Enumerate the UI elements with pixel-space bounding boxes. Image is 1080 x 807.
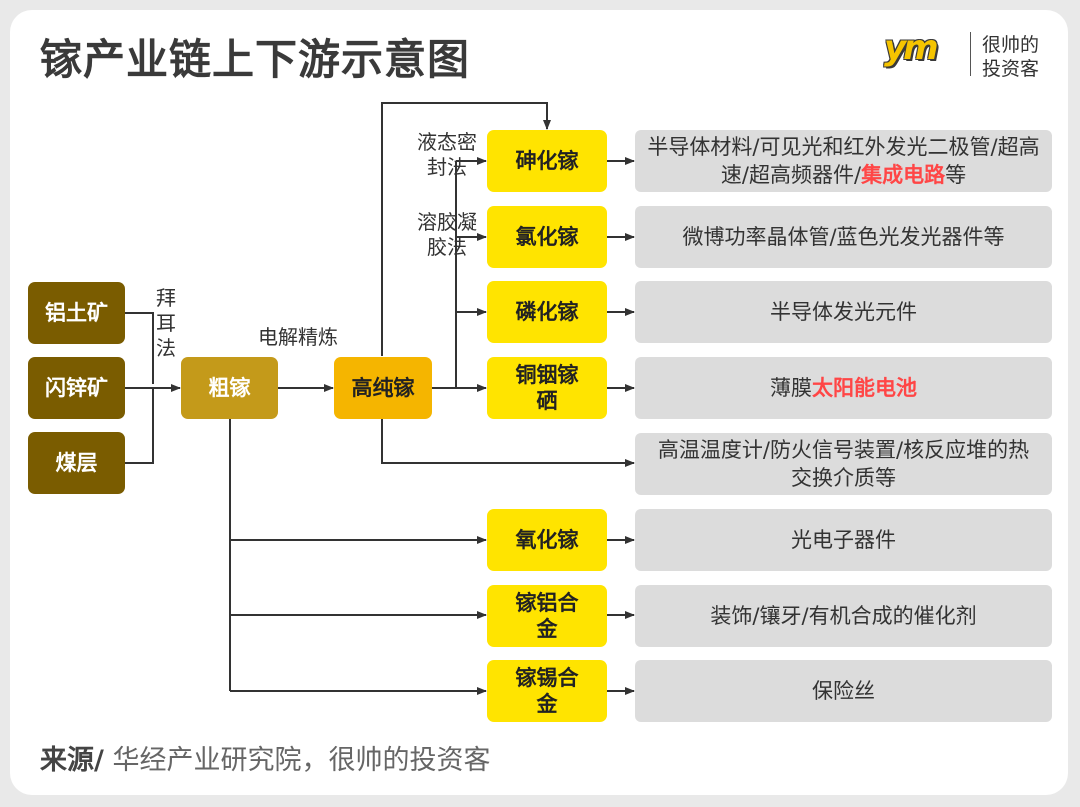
label-electrolysis: 电解精炼 bbox=[258, 325, 338, 349]
node-gap: 磷化镓 bbox=[487, 281, 607, 343]
page-title: 镓产业链上下游示意图 bbox=[40, 35, 471, 84]
app-gap-text: 半导体发光元件 bbox=[770, 299, 917, 324]
app-gaas-text: 半导体材料/可见光和红外发光二极管/超高速/超高频器件/ bbox=[647, 134, 1040, 187]
source-label: 来源/ bbox=[40, 745, 104, 776]
node-coal: 煤层 bbox=[28, 432, 125, 494]
app-gasn-alloy: 保险丝 bbox=[635, 660, 1052, 722]
brand-name-line1: 很帅的 bbox=[982, 34, 1040, 56]
app-gap: 半导体发光元件 bbox=[635, 281, 1052, 343]
app-ga2o3: 光电子器件 bbox=[635, 509, 1052, 571]
label-sol-gel-method: 溶胶凝胶法 bbox=[417, 210, 477, 259]
line-hp-direct bbox=[381, 419, 635, 467]
app-gaal-alloy: 装饰/镶牙/有机合成的催化剂 bbox=[635, 585, 1052, 647]
app-gan: 微博功率晶体管/蓝色光发光器件等 bbox=[635, 206, 1052, 268]
node-crude-gallium: 粗镓 bbox=[181, 357, 278, 419]
source-note: 来源/ 华经产业研究院，很帅的投资客 bbox=[40, 738, 490, 777]
node-ga2o3: 氧化镓 bbox=[487, 509, 607, 571]
app-gaal-text: 装饰/镶牙/有机合成的催化剂 bbox=[710, 603, 977, 628]
brand-logo-icon: ym bbox=[884, 28, 939, 68]
app-gaas-highlight: 集成电路 bbox=[861, 163, 946, 187]
node-cigs: 铜铟镓硒 bbox=[487, 357, 607, 419]
app-gan-text: 微博功率晶体管/蓝色光发光器件等 bbox=[682, 224, 1005, 249]
node-high-purity-gallium: 高纯镓 bbox=[334, 357, 432, 419]
app-hp-direct-text: 高温温度计/防火信号装置/核反应堆的热交换介质等 bbox=[657, 437, 1030, 490]
label-liquid-seal-method: 液态密封法 bbox=[417, 130, 477, 179]
app-cigs: 薄膜太阳能电池 bbox=[635, 357, 1052, 419]
brand-divider bbox=[970, 32, 971, 76]
app-gasn-text: 保险丝 bbox=[812, 678, 875, 703]
app-high-purity-direct: 高温温度计/防火信号装置/核反应堆的热交换介质等 bbox=[635, 433, 1052, 495]
app-gaas-suffix: 等 bbox=[945, 163, 967, 187]
app-ga2o3-text: 光电子器件 bbox=[791, 527, 896, 552]
source-text: 华经产业研究院，很帅的投资客 bbox=[103, 745, 491, 776]
brand-name-line2: 投资客 bbox=[982, 58, 1040, 80]
line-coal bbox=[125, 388, 154, 464]
node-gaas: 砷化镓 bbox=[487, 130, 607, 192]
node-gan: 氯化镓 bbox=[487, 206, 607, 268]
app-cigs-text: 薄膜 bbox=[770, 375, 812, 400]
node-gaal-alloy: 镓铝合金 bbox=[487, 585, 607, 647]
label-bayer-process: 拜耳法 bbox=[156, 286, 176, 360]
line-bauxite bbox=[125, 312, 154, 384]
app-gaas: 半导体材料/可见光和红外发光二极管/超高速/超高频器件/集成电路等 bbox=[635, 130, 1052, 192]
node-gasn-alloy: 镓锡合金 bbox=[487, 660, 607, 722]
app-cigs-highlight: 太阳能电池 bbox=[812, 375, 917, 400]
node-sphalerite: 闪锌矿 bbox=[28, 357, 125, 419]
line-hp-up bbox=[381, 102, 551, 356]
node-bauxite: 铝土矿 bbox=[28, 282, 125, 344]
